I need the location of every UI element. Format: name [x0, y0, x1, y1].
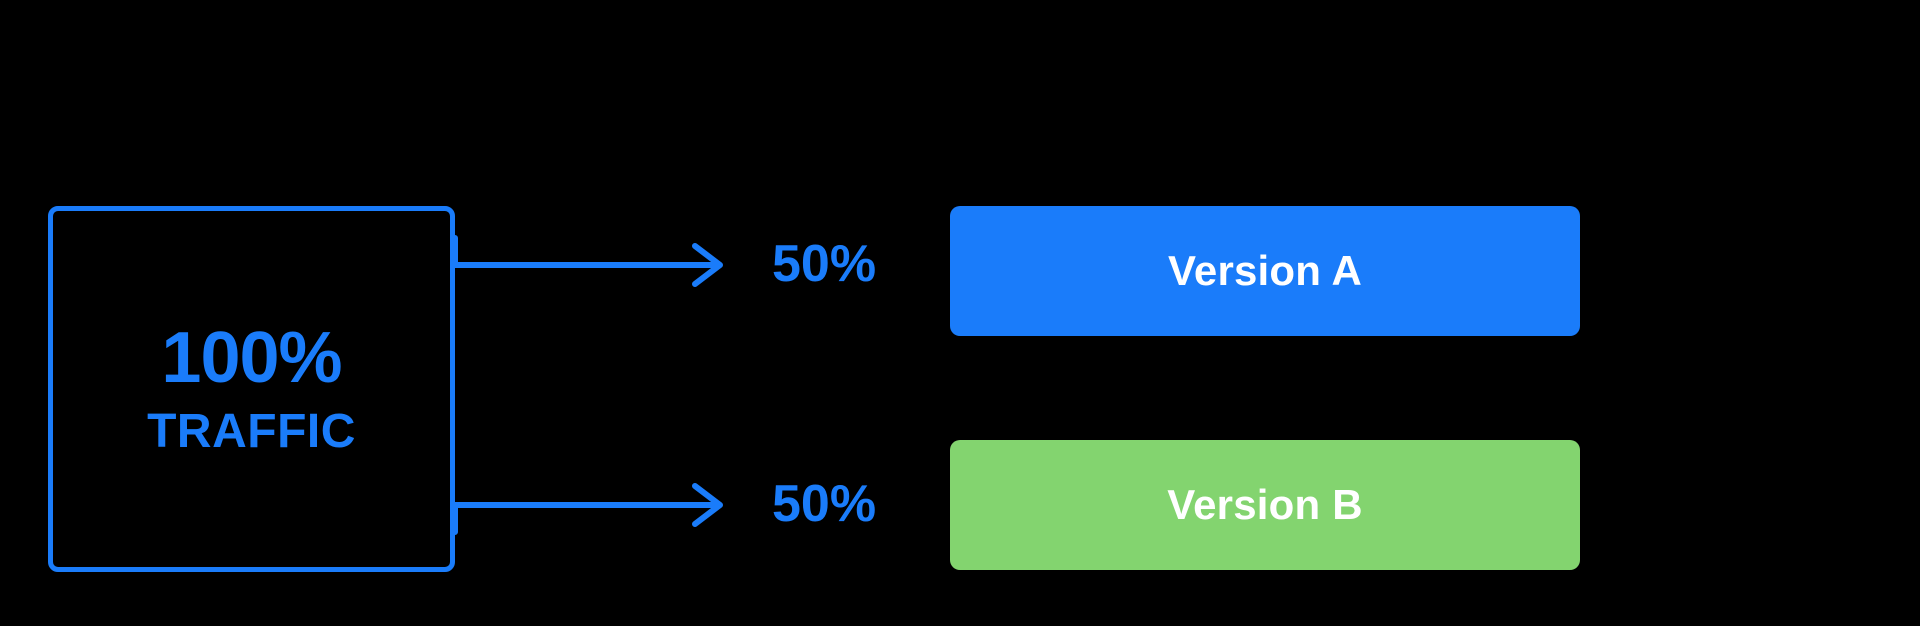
traffic-label: TRAFFIC: [147, 405, 356, 458]
variant-box-a[interactable]: Version A: [950, 206, 1580, 336]
split-percent-a: 50%: [772, 235, 877, 293]
arrow-right-icon-a: [452, 235, 734, 295]
arrow-right-icon-b: [452, 475, 734, 535]
traffic-source-box: 100% TRAFFIC: [48, 206, 455, 572]
variant-box-b[interactable]: Version B: [950, 440, 1580, 570]
arrow-right-icon-a-svg: [452, 235, 723, 287]
arrow-right-icon-b-svg: [452, 483, 723, 535]
split-percent-b: 50%: [772, 475, 877, 533]
traffic-percent-value: 100%: [161, 318, 342, 398]
